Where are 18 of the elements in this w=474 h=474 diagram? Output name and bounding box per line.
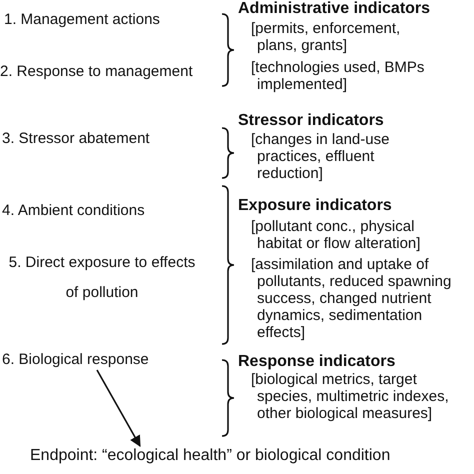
indicator-examples: [biological metrics, target species, multimetric indexes, other biological measures] — [250, 371, 450, 422]
list-item: 5. Direct exposure to effects of pollution — [8, 253, 196, 303]
group-heading: Administrative indicators — [238, 0, 430, 17]
group-heading: Stressor indicators — [238, 112, 384, 129]
indicator-examples: [permits, enforcement, plans, grants] — [250, 20, 402, 54]
list-item: 6. Biological response — [2, 351, 149, 368]
indicator-examples: [pollutant conc., physical habitat or flow alteration] — [250, 218, 422, 252]
indicator-examples: [changes in land-use practices, effluent reduction] — [250, 131, 390, 182]
list-item: 4. Ambient conditions — [2, 202, 145, 219]
list-item: 3. Stressor abatement — [2, 130, 150, 147]
arrow — [96, 370, 141, 447]
list-item: 1. Management actions — [4, 11, 160, 28]
indicator-examples: [assimilation and uptake of pollutants, reduced spawning success, changed nutrient dynamics, sedimentation effects] — [250, 256, 452, 341]
endpoint-text: Endpoint: “ecological health” or biological condition — [30, 447, 390, 464]
group-heading: Response indicators — [238, 353, 396, 370]
group-heading: Exposure indicators — [238, 197, 392, 214]
list-item: 2. Response to management — [0, 63, 193, 80]
indicator-examples: [technologies used, BMPs implemented] — [250, 59, 426, 93]
